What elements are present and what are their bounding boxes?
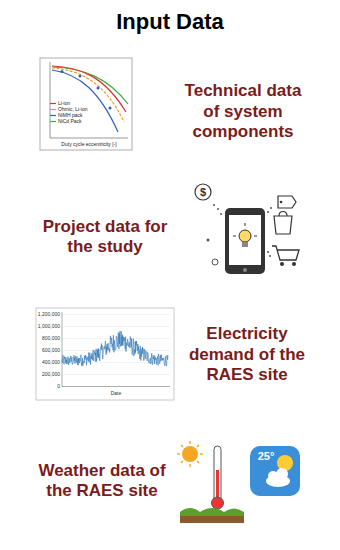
chart-label: NiCd Pack [58, 119, 82, 124]
node-text: Technical data of system components [176, 81, 310, 142]
chart-label: 200,000 [42, 372, 60, 377]
input-ellipse: Project data for the study [8, 180, 332, 294]
text-holder: Weather data of the RAES site [38, 430, 166, 532]
ellipse-outline [8, 46, 332, 178]
label-holder: 800,000 [42, 336, 60, 341]
weather-illustration [177, 441, 300, 523]
label-holder: Li-ion [58, 101, 70, 106]
diagram-title: Input Data [116, 9, 224, 35]
label-holder: 0 [57, 384, 60, 389]
title-holder: Input Data [0, 6, 340, 38]
efficiency-chart [40, 58, 132, 150]
chart-label: 25° [258, 451, 275, 462]
ellipse-outline [8, 180, 332, 294]
label-holder: 400,000 [42, 360, 60, 365]
text-holder: Electricity demand of the RAES site [176, 308, 318, 402]
chart-label: Ohmic, Li-ion [58, 107, 87, 112]
label-holder: 25° [258, 451, 275, 462]
label-holder: NiMH pack [58, 113, 82, 118]
chart-label: 600,000 [42, 348, 60, 353]
node-text: Project data for the study [30, 217, 180, 258]
chart-label: 1,000,000 [38, 324, 60, 329]
chart-label: 800,000 [42, 336, 60, 341]
text-holder: Technical data of system components [176, 60, 310, 164]
label-holder: 600,000 [42, 348, 60, 353]
chart-label: 400,000 [42, 360, 60, 365]
label-holder: $ [200, 187, 206, 198]
chart-label: NiMH pack [58, 113, 82, 118]
chart-label: Duty cycle eccentricity [-] [61, 142, 116, 147]
demand-chart [36, 308, 174, 400]
chart-label: 1,200,000 [38, 312, 60, 317]
label-holder: Ohmic, Li-ion [58, 107, 87, 112]
chart-label: $ [200, 187, 206, 198]
shopping-icon [195, 184, 299, 274]
chart-label: Date [111, 391, 122, 396]
input-ellipse: Weather data of the RAES site [8, 416, 332, 546]
label-holder: 1,200,000 [38, 312, 60, 317]
input-ellipse: Technical data of system components [8, 46, 332, 178]
chart-label: 0 [57, 384, 60, 389]
node-text: Electricity demand of the RAES site [176, 324, 318, 385]
chart-label: Li-ion [58, 101, 70, 106]
text-holder: Project data for the study [30, 190, 180, 284]
label-holder: 200,000 [42, 372, 60, 377]
label-holder: NiCd Pack [58, 119, 82, 124]
node-text: Weather data of the RAES site [38, 461, 166, 502]
label-holder: 1,000,000 [38, 324, 60, 329]
label-holder: Duty cycle eccentricity [-] [61, 142, 116, 147]
label-holder: Date [111, 391, 122, 396]
